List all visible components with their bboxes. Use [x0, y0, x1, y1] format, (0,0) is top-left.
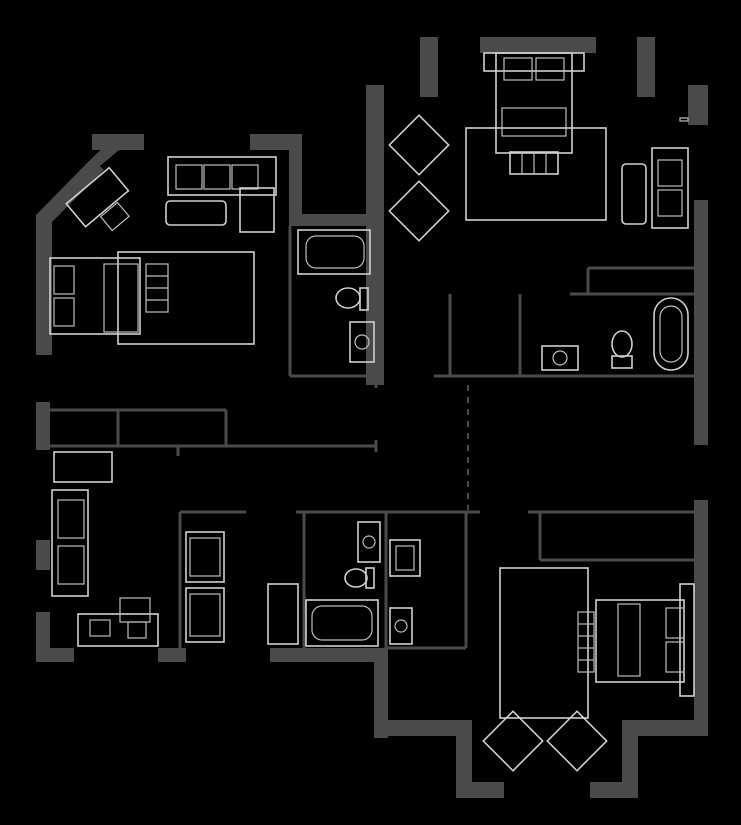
ottoman	[165, 200, 227, 226]
toilet-lower	[344, 567, 375, 589]
sofa-study	[51, 489, 89, 597]
study-desk	[77, 597, 159, 647]
sink-lower	[357, 521, 381, 563]
armchair-lower	[546, 710, 608, 772]
toilet	[335, 287, 369, 311]
toilet-right	[611, 330, 633, 369]
twin-beds	[185, 531, 225, 643]
rug-lower	[499, 567, 589, 719]
bathtub-lower	[305, 599, 379, 647]
armchair	[388, 180, 450, 242]
interior-walls	[50, 226, 694, 650]
side-table	[621, 163, 647, 225]
bedroom-lower-right	[482, 567, 695, 772]
bathroom-upper-middle	[297, 229, 375, 363]
sink-right	[541, 345, 579, 371]
sofa-right	[651, 147, 689, 229]
armchair-lower	[482, 710, 544, 772]
bedroom-upper-left	[49, 156, 277, 345]
cabinet	[53, 451, 113, 483]
oval-tub	[653, 297, 689, 371]
desk-with-chair	[65, 166, 130, 232]
rug	[465, 127, 607, 221]
double-bed	[49, 251, 255, 345]
sink	[349, 321, 375, 363]
bench	[509, 151, 559, 175]
wall-detail	[679, 117, 689, 122]
exterior-walls	[36, 37, 708, 798]
sofa	[167, 156, 277, 233]
dresser	[267, 583, 299, 645]
bathtub	[297, 229, 371, 275]
washer-dryer	[389, 539, 421, 645]
master-bedroom-upper-right	[388, 52, 689, 242]
master-bath-right	[541, 297, 689, 371]
bathroom-lower-middle	[305, 521, 421, 647]
double-bed-lower	[577, 583, 695, 697]
armchair	[388, 114, 450, 176]
study-left	[51, 451, 299, 647]
